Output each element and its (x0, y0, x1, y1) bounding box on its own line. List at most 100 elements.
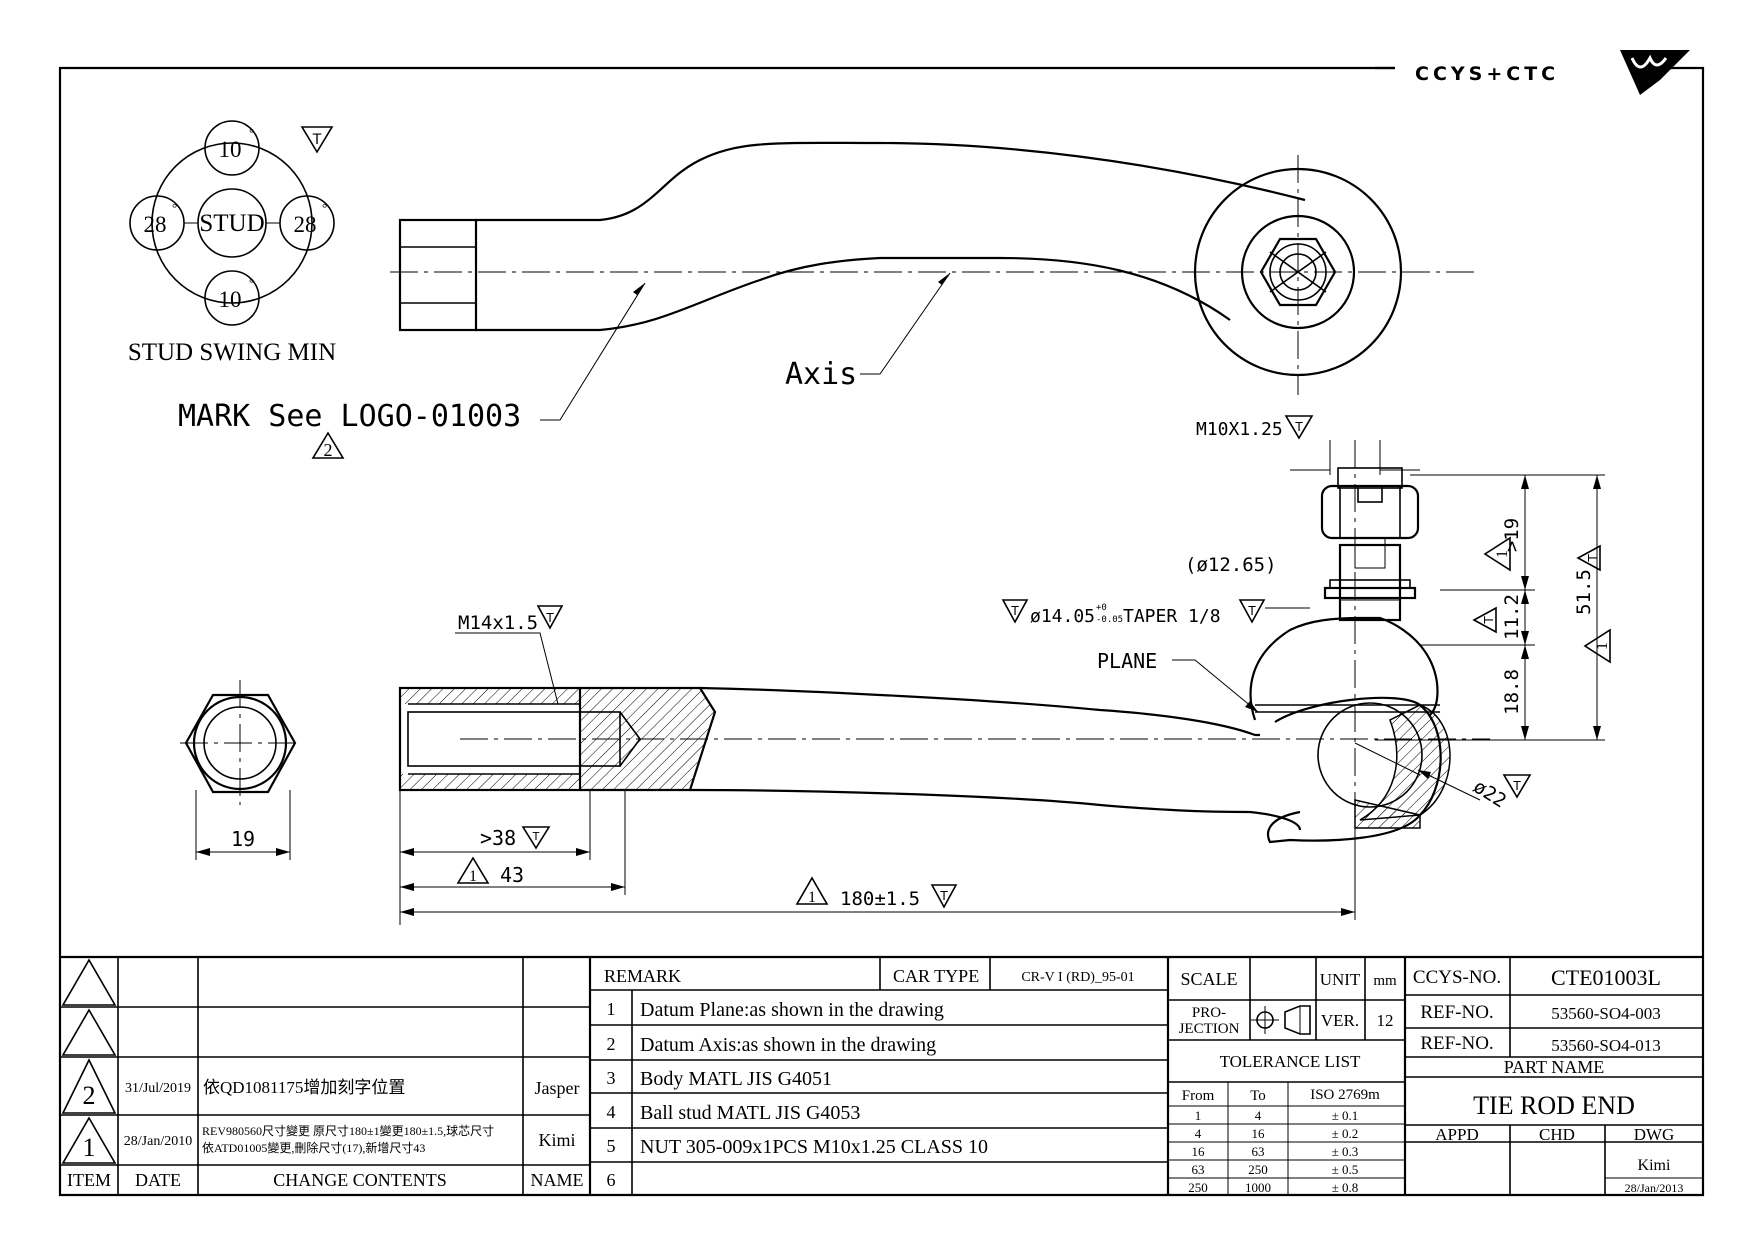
dim-18-8: 18.8 (1501, 669, 1523, 715)
dim-11-2: 11.2 (1501, 594, 1523, 640)
dim-min-19: >19 (1501, 518, 1523, 552)
ccys-number: CTE01003L (1551, 965, 1661, 990)
stud-thread-spec: M10X1.25 (1196, 419, 1283, 440)
svg-text:T: T (532, 830, 540, 843)
revision-table: 2 1 31/Jul/2019 28/Jan/2010 依QD1081175增加… (67, 1078, 584, 1190)
svg-text:± 0.8: ± 0.8 (1332, 1180, 1359, 1195)
rev-item-2: 2 (83, 1081, 96, 1110)
svg-text:4: 4 (1255, 1108, 1262, 1123)
overall-length-dim: 180±1.5 (840, 888, 920, 910)
drawn-by: Kimi (1638, 1157, 1671, 1174)
stud-diameter: (ø12.65) (1185, 554, 1277, 576)
rev-name-2: Jasper (535, 1078, 580, 1098)
svg-text:JECTION: JECTION (1179, 1021, 1240, 1037)
rev-contents-2: 依QD1081175增加刻字位置 (203, 1078, 405, 1097)
svg-text:VER.: VER. (1321, 1011, 1359, 1030)
title-block-grid (60, 955, 1703, 1195)
svg-text:± 0.5: ± 0.5 (1332, 1162, 1359, 1177)
swing-bottom: 10 (219, 287, 242, 312)
svg-text:63: 63 (1252, 1144, 1265, 1159)
svg-text:T: T (939, 889, 948, 903)
rev-date-1: 28/Jan/2010 (124, 1134, 192, 1149)
svg-text:T: T (1010, 604, 1019, 618)
svg-text:°: ° (322, 200, 327, 215)
revision-triangle-2: 2 (311, 431, 345, 460)
svg-text:CHANGE CONTENTS: CHANGE CONTENTS (273, 1170, 447, 1190)
depth-min-dim: >38 (480, 826, 516, 850)
svg-text:1: 1 (808, 889, 816, 906)
svg-text:REF-NO.: REF-NO. (1420, 1033, 1493, 1054)
svg-text:1: 1 (469, 868, 477, 885)
svg-text:T: T (545, 611, 554, 625)
remark-table: REMARK CAR TYPE CR-V I (RD)_95-01 1 Datu… (604, 966, 1135, 1190)
svg-text:16: 16 (1252, 1126, 1266, 1141)
svg-text:PART NAME: PART NAME (1504, 1057, 1604, 1077)
version-value: 12 (1377, 1011, 1394, 1030)
svg-text:REF-NO.: REF-NO. (1420, 1002, 1493, 1023)
rev-name-1: Kimi (538, 1130, 575, 1150)
hex-width-dim: 19 (231, 827, 255, 851)
svg-text:T: T (1482, 616, 1496, 625)
svg-text:CAR TYPE: CAR TYPE (893, 966, 979, 986)
thread-spec: M14x1.5 (458, 612, 538, 634)
svg-text:3: 3 (607, 1068, 616, 1088)
svg-text:CHD: CHD (1539, 1125, 1575, 1144)
svg-text:250: 250 (1188, 1180, 1208, 1195)
taper-diameter: ø14.05 (1030, 606, 1095, 627)
svg-text:CCYS-NO.: CCYS-NO. (1413, 967, 1501, 988)
svg-text:16: 16 (1192, 1144, 1206, 1159)
tolerance-block: SCALE UNIT mm PRO- JECTION VER. 12 TOLER… (1179, 969, 1397, 1195)
svg-text:2: 2 (324, 440, 333, 460)
rev-contents-1b: 依ATD01005變更,刪除尺寸(17),新增尺寸43 (202, 1140, 425, 1155)
svg-text:-0.05: -0.05 (1096, 615, 1123, 625)
svg-text:T: T (1512, 779, 1521, 793)
svg-text:± 0.1: ± 0.1 (1332, 1108, 1359, 1123)
inspection-flag: T (300, 126, 334, 154)
svg-text:T: T (1586, 554, 1600, 563)
swing-right: 28 (294, 212, 317, 237)
rev-date-2: 31/Jul/2019 (125, 1081, 191, 1096)
svg-text:APPD: APPD (1435, 1125, 1478, 1144)
swing-top: 10 (219, 137, 242, 162)
car-type-value: CR-V I (RD)_95-01 (1021, 970, 1134, 985)
plane-label: PLANE (1097, 649, 1157, 673)
length-43-dim: 43 (500, 863, 524, 887)
axis-label: Axis (785, 357, 857, 392)
svg-text:2: 2 (607, 1034, 616, 1054)
svg-text:T: T (1294, 420, 1303, 434)
title-block: CCYS-NO. CTE01003L REF-NO. 53560-SO4-003… (1413, 965, 1683, 1195)
hex-end-view: 19 (180, 680, 300, 860)
svg-text:6: 6 (607, 1170, 616, 1190)
top-view: Axis MARK See LOGO-01003 2 (178, 141, 1475, 460)
svg-text:From: From (1182, 1088, 1215, 1104)
part-name: TIE ROD END (1473, 1091, 1635, 1120)
svg-text:ITEM: ITEM (67, 1170, 111, 1190)
svg-text:DATE: DATE (135, 1170, 181, 1190)
svg-text:SCALE: SCALE (1180, 969, 1237, 989)
stud-swing-caption: STUD SWING MIN (128, 339, 336, 366)
projection-symbol (1251, 1005, 1311, 1035)
svg-text:1: 1 (1195, 1108, 1202, 1123)
svg-text:5: 5 (607, 1136, 616, 1156)
svg-text:250: 250 (1248, 1162, 1268, 1177)
svg-text:To: To (1250, 1088, 1266, 1104)
remark-4: Ball stud MATL JIS G4053 (640, 1102, 860, 1124)
svg-text:4: 4 (1195, 1126, 1202, 1141)
svg-text:PRO-: PRO- (1192, 1005, 1226, 1021)
taper-spec: TAPER 1/8 (1123, 606, 1221, 627)
svg-text:1: 1 (1494, 550, 1511, 558)
svg-text:1000: 1000 (1245, 1180, 1271, 1195)
remark-5: NUT 305-009x1PCS M10x1.25 CLASS 10 (640, 1136, 988, 1158)
svg-text:1: 1 (607, 999, 616, 1019)
svg-text:°: ° (172, 200, 177, 215)
remark-2: Datum Axis:as shown in the drawing (640, 1034, 936, 1056)
svg-text:°: ° (249, 125, 254, 140)
swing-left: 28 (144, 212, 167, 237)
svg-text:+0: +0 (1096, 603, 1107, 613)
svg-text:± 0.3: ± 0.3 (1332, 1144, 1359, 1159)
svg-text:T: T (312, 132, 322, 148)
svg-text:DWG: DWG (1634, 1125, 1675, 1144)
svg-text:UNIT: UNIT (1320, 970, 1361, 989)
svg-text:CCYS+CTC: CCYS+CTC (1415, 63, 1559, 85)
